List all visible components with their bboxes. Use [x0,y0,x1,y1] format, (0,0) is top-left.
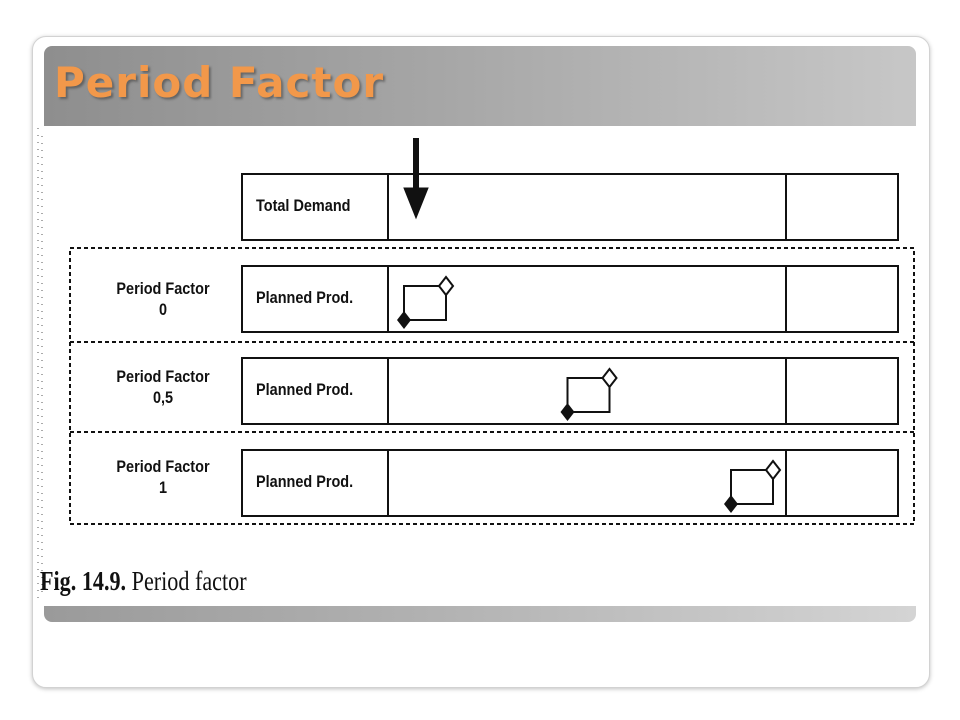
planned-prod-label: Planned Prod. [256,380,354,399]
period-factor-label-1: Period Factor 1 [108,456,219,498]
period-factor-value: 0,5 [152,388,174,407]
bottom-bar [44,606,916,622]
scan-noise [37,128,43,604]
end-diamond-icon [764,459,782,481]
dashed-bands-outline [69,247,915,525]
period-factor-label-05: Period Factor 0,5 [108,366,219,408]
total-demand-label: Total Demand [256,196,351,215]
end-diamond-icon [601,367,618,389]
planned-prod-rows [241,265,899,517]
order-marker [560,367,618,421]
total-demand-row-box [241,173,899,241]
order-marker-box [566,377,611,413]
period-factor-title: Period Factor [116,279,210,298]
start-diamond-icon [560,403,575,421]
period-factor-bands [69,247,915,525]
title-bar [44,46,916,126]
planned-prod-label: Planned Prod. [256,288,354,307]
planned-prod-row-box-1 [241,265,899,333]
end-diamond-icon [437,275,455,297]
order-marker-box [403,285,447,321]
planned-prod-row-box-2 [241,357,899,425]
order-marker-box [730,469,774,505]
total-demand-row [241,173,899,241]
figure-diagram [37,128,915,604]
start-diamond-icon [724,495,738,513]
figure-scan: Total Demand Period Factor 0 Planned Pro… [36,126,916,606]
order-marker [724,459,782,513]
demand-arrow-icon [403,138,429,220]
period-factor-title: Period Factor [116,367,210,386]
figure-caption-number: Fig. 14.9. [40,566,127,596]
start-diamond-icon [397,311,411,329]
figure-caption-text: Period factor [131,566,247,596]
period-factor-value: 1 [158,478,168,497]
order-markers [397,275,782,513]
period-factor-title: Period Factor [116,457,210,476]
figure-caption: Fig. 14.9. Period factor [40,566,247,597]
period-factor-label-0: Period Factor 0 [108,278,219,320]
planned-prod-row-box-3 [241,449,899,517]
slide-title: Period Factor [54,58,385,107]
planned-prod-label: Planned Prod. [256,472,354,491]
order-marker [397,275,455,329]
period-factor-value: 0 [158,300,168,319]
